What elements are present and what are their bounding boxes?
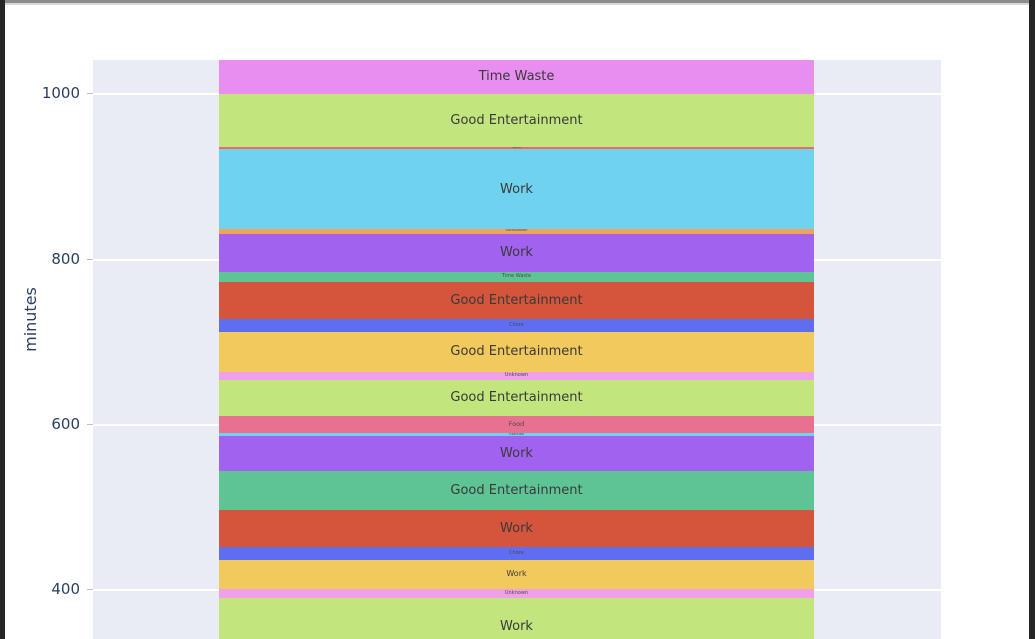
bar-segment[interactable]: Good Entertainment [219, 332, 814, 372]
bar-segment-label: Chore [509, 549, 524, 556]
bar-segment-label: Good Entertainment [450, 390, 583, 406]
window-right-border [1029, 0, 1035, 639]
bar-segment[interactable]: Work [219, 233, 814, 272]
y-tick-label-600: 600 [51, 414, 80, 433]
bar-segment-label: Work [500, 245, 533, 261]
window-top-border-inner [0, 3, 1035, 5]
bar-segment[interactable]: Food [219, 415, 814, 434]
y-tick-mark-800 [87, 258, 93, 260]
bar-segment[interactable]: Time Waste [219, 60, 814, 94]
bar-segment[interactable]: Chore [219, 318, 814, 333]
bar-segment[interactable]: Time Waste [219, 271, 814, 282]
bar-segment[interactable]: Work [219, 509, 814, 548]
bar-segment-label: Work [500, 521, 533, 537]
bar-segment-label: Good Entertainment [450, 344, 583, 360]
bar-segment[interactable]: Work [219, 436, 814, 472]
bar-segment[interactable]: Good Entertainment [219, 281, 814, 319]
bar-segment-label: Time Waste [478, 69, 555, 85]
bar-segment-label: Good Entertainment [450, 483, 583, 499]
bar-segment-label: Work [500, 181, 533, 197]
bar-segment-label: Work [500, 446, 533, 462]
bar-segment-label: Work [506, 569, 527, 579]
bar-segment[interactable]: Work [219, 149, 814, 229]
bar-segment[interactable]: Good Entertainment [219, 93, 814, 147]
y-tick-mark-400 [87, 589, 93, 591]
y-axis-title-text: minutes [20, 287, 40, 352]
y-tick-mark-1000 [87, 93, 93, 95]
bar-segment-label: Unknown [504, 372, 529, 379]
y-tick-label-400: 400 [51, 580, 80, 599]
y-tick-label-1000: 1000 [41, 84, 80, 103]
bar-segment[interactable]: Good Entertainment [219, 471, 814, 510]
y-tick-label-800: 800 [51, 249, 80, 268]
window-left-border [0, 0, 5, 639]
bar-segment-label: Unknown [504, 589, 529, 596]
bar-segment[interactable]: Good Entertainment [219, 380, 814, 416]
bar-segment[interactable]: Unknown [219, 589, 814, 598]
bar-segment-label: Work [500, 619, 533, 635]
y-tick-mark-600 [87, 423, 93, 425]
bar-segment-label: Good Entertainment [450, 112, 583, 128]
bar-segment-label: Chore [509, 322, 524, 328]
bar-segment-label: Good Entertainment [450, 292, 583, 308]
window-top-border [0, 0, 1035, 5]
bar-segment-label: Time Waste [501, 273, 532, 280]
bar-segment[interactable]: Chore [219, 547, 814, 560]
bar-segment-label: Socialization [505, 228, 528, 233]
bar-segment[interactable]: Work [219, 597, 814, 639]
bar-segment-label: Food [508, 420, 525, 429]
bar-segment[interactable]: Work [219, 559, 814, 590]
bar-segment[interactable]: Unknown [219, 371, 814, 381]
